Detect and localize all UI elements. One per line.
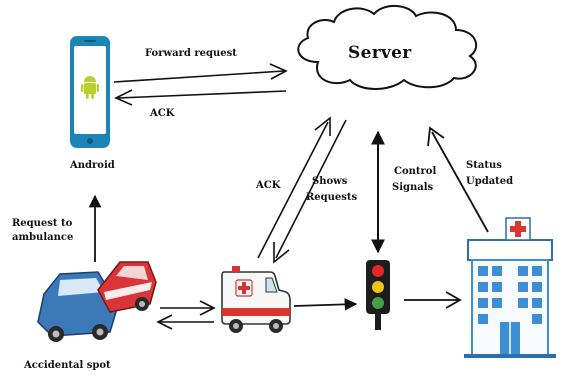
request-label-line1: Request to bbox=[12, 218, 73, 229]
status-updated-arrow bbox=[427, 126, 489, 233]
forward-request-label: Forward request bbox=[145, 48, 237, 59]
shows-requests-arrow bbox=[273, 119, 347, 264]
forward-request-arrow bbox=[113, 63, 288, 83]
ack-top-label: ACK bbox=[150, 108, 175, 119]
traffic-light-icon bbox=[366, 260, 390, 330]
shows-label-line1: Shows bbox=[312, 176, 348, 187]
accident-cars-icon bbox=[37, 261, 157, 342]
ack-mid-label: ACK bbox=[256, 180, 281, 191]
control-label-line1: Control bbox=[394, 166, 437, 177]
accident-label: Accidental spot bbox=[24, 360, 111, 371]
hospital-icon bbox=[464, 217, 556, 358]
android-label: Android bbox=[70, 160, 115, 171]
car-ambulance-arrows bbox=[156, 300, 216, 330]
request-label-line2: ambulance bbox=[12, 232, 74, 243]
control-label-line2: Signals bbox=[392, 182, 434, 193]
ambulance-to-signal-arrow bbox=[293, 298, 358, 311]
android-phone-icon bbox=[70, 36, 110, 148]
status-label-line2: Updated bbox=[466, 176, 514, 187]
shows-label-line2: Requests bbox=[306, 192, 358, 203]
ack-mid-arrow bbox=[257, 116, 331, 259]
ack-top-arrow bbox=[114, 89, 287, 106]
android-robot-icon bbox=[81, 76, 99, 99]
server-label: Server bbox=[348, 43, 412, 63]
server-cloud-icon bbox=[297, 5, 478, 90]
status-label-line1: Status bbox=[466, 160, 502, 171]
ambulance-icon bbox=[221, 266, 291, 333]
signal-to-hospital-arrow bbox=[404, 291, 462, 309]
